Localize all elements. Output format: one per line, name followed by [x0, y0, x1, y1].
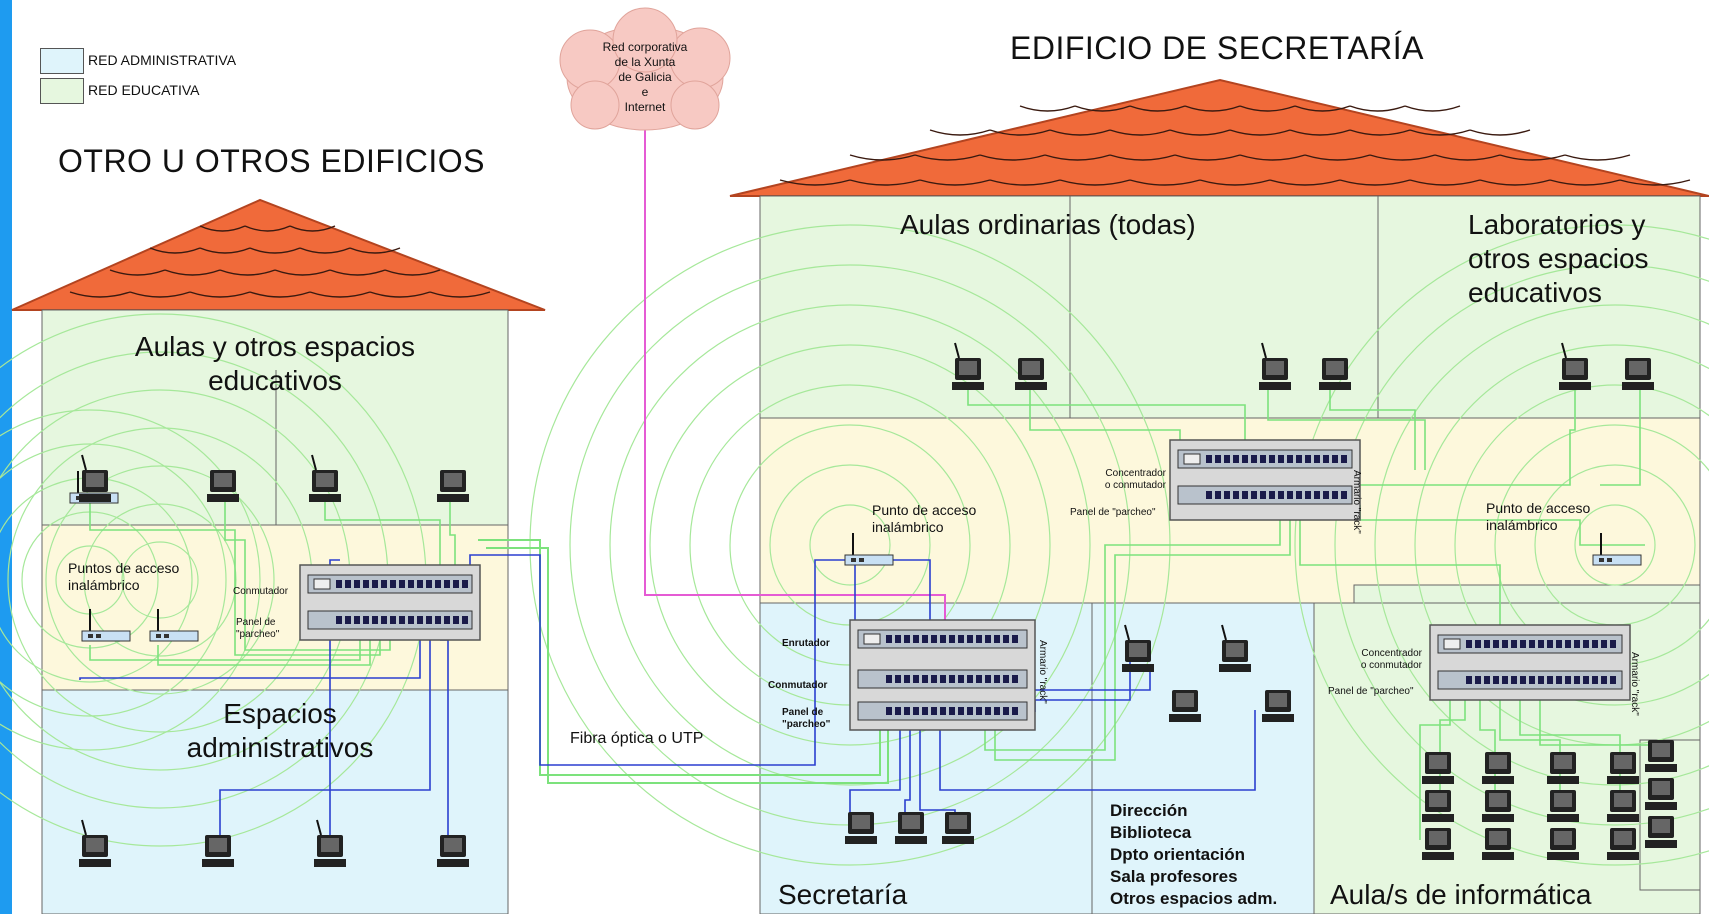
left-building [0, 198, 546, 915]
wireless-computer-icon [1259, 358, 1291, 390]
rack-lab-rack-label: Armario "rack" [1629, 652, 1640, 716]
left-switch-rack-icon [299, 564, 481, 641]
computer-icon [1262, 690, 1294, 722]
router-label: Enrutador [782, 638, 830, 649]
ap-right-label: Punto de acceso inalámbrico [1486, 500, 1591, 533]
computer-icon [1169, 690, 1201, 722]
top-hub-rack-icon [1169, 439, 1361, 521]
computer-icon [1015, 358, 1047, 390]
right-roof [729, 78, 1709, 197]
lab-computer-icon [1482, 828, 1514, 860]
secretaria-label: Secretaría [778, 879, 908, 910]
left-zone-educ [41, 309, 509, 526]
roof-tiles [69, 225, 491, 298]
right-building-title: EDIFICIO DE SECRETARÍA [1010, 30, 1425, 66]
wireless-computer-icon [309, 470, 341, 502]
legend-label-educ: RED EDUCATIVA [88, 82, 200, 98]
computer-icon [437, 835, 469, 867]
lab-computer-icon [1607, 752, 1639, 784]
cloud-label: Red corporativa de la Xunta de Galicia e… [602, 40, 688, 114]
main-rack-label: Armario "rack" [1037, 640, 1048, 704]
lab-computer-icon [1482, 790, 1514, 822]
rack-lab-hub-label: Concentrador o conmutador [1360, 648, 1422, 671]
rack-top-hub-label: Concentrador o conmutador [1104, 468, 1166, 491]
left-commutator-label: Conmutador [233, 586, 289, 597]
computer-icon [1622, 358, 1654, 390]
legend-swatch-admin [40, 48, 84, 74]
access-point-icon [844, 533, 894, 566]
lab-computer-icon [1645, 778, 1677, 810]
lab-computer-icon [1645, 740, 1677, 772]
computer-icon [202, 835, 234, 867]
lab-computer-icon [1547, 752, 1579, 784]
access-point-icon [1592, 533, 1642, 566]
wireless-computer-icon [1559, 358, 1591, 390]
cables [79, 128, 1661, 840]
lab-computer-icon [1607, 828, 1639, 860]
left-border-strip [0, 0, 12, 914]
offices-list: Dirección Biblioteca Dpto orientación Sa… [1110, 801, 1278, 908]
legend-swatch-educ [40, 78, 84, 104]
left-ap-label: Puntos de acceso inalámbrico [68, 560, 180, 593]
classrooms-label: Aulas ordinarias (todas) [900, 209, 1196, 240]
wireless-computer-icon [952, 358, 984, 390]
computer-icon [895, 812, 927, 844]
lab-computer-icon [1547, 828, 1579, 860]
computer-icon [942, 812, 974, 844]
main-panel-label: Panel de "parcheo" [782, 707, 831, 730]
rack-lab-panel-label: Panel de "parcheo" [1328, 686, 1414, 697]
main-router-rack-icon [849, 619, 1036, 731]
computer-icon [845, 812, 877, 844]
roof-tiles [779, 105, 1691, 186]
ap-left-label: Punto de acceso inalámbrico [872, 502, 977, 535]
lab-computer-icon [1482, 752, 1514, 784]
rack-top-rack-label: Armario "rack" [1351, 470, 1362, 534]
computer-room-label: Aula/s de informática [1330, 879, 1592, 910]
lab-computer-icon [1645, 816, 1677, 848]
lab-computer-icon [1547, 790, 1579, 822]
left-roof [11, 198, 546, 311]
rack-top-panel-label: Panel de "parcheo" [1070, 507, 1156, 518]
left-top-room-label: Aulas y otros espacios educativos [134, 331, 416, 396]
right-building [529, 78, 1709, 915]
lab-computer-icon [1422, 752, 1454, 784]
wireless-computer-icon [1122, 640, 1154, 672]
lab-computer-icon [1422, 790, 1454, 822]
internet-link [644, 128, 946, 640]
left-admin-room-label: Espacios administrativos [186, 698, 374, 763]
access-point-icon [81, 609, 131, 642]
wireless-computer-icon [79, 835, 111, 867]
wireless-computer-icon [79, 470, 111, 502]
computer-icon [207, 470, 239, 502]
lab-computer-icon [1422, 828, 1454, 860]
labs-label: Laboratorios y otros espacios educativos [1468, 209, 1649, 308]
computer-icon [1319, 358, 1351, 390]
lab-hub-rack-icon [1429, 624, 1631, 701]
wireless-computer-icon [1219, 640, 1251, 672]
cloud [559, 7, 731, 131]
inter-building-link [478, 539, 881, 776]
left-building-title: OTRO U OTROS EDIFICIOS [58, 143, 486, 179]
lab-computer-icon [1607, 790, 1639, 822]
legend-label-admin: RED ADMINISTRATIVA [88, 52, 237, 68]
wireless-computer-icon [314, 835, 346, 867]
left-panel-label: Panel de "parcheo" [236, 617, 280, 640]
main-commutator-label: Conmutador [768, 680, 828, 691]
access-point-icon [149, 609, 199, 642]
computer-icon [437, 470, 469, 502]
link-label: Fibra óptica o UTP [570, 730, 704, 747]
devices [69, 342, 1677, 867]
